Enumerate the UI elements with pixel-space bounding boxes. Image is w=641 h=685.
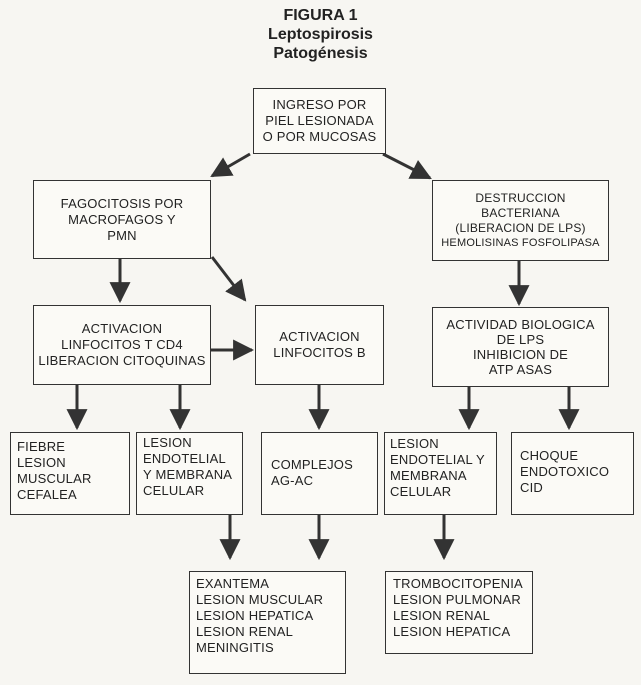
node-text: LESION RENAL (196, 624, 294, 639)
node-text: LESION MUSCULAR (196, 592, 324, 607)
node-text: CEFALEA (17, 487, 77, 502)
diagram-title: Leptospirosis (268, 26, 373, 43)
node-destruccion: DESTRUCCION BACTERIANA (LIBERACION DE LP… (432, 180, 609, 261)
node-text: LESION (390, 436, 439, 451)
node-text: LESION (17, 455, 66, 470)
node-text: FIEBRE (17, 439, 66, 454)
node-text: EXANTEMA (196, 576, 270, 591)
node-fiebre: FIEBRE LESION MUSCULAR CEFALEA (10, 432, 130, 515)
node-text: INGRESO POR (272, 97, 367, 112)
node-text: HEMOLISINAS FOSFOLIPASA (441, 236, 600, 249)
node-text: DESTRUCCION (475, 190, 566, 205)
node-text: ENDOTELIAL Y (390, 452, 485, 467)
arrow-ingreso-fagocitosis (210, 152, 251, 178)
node-text: LINFOCITOS T CD4 (61, 337, 183, 352)
node-fagocitosis: FAGOCITOSIS POR MACROFAGOS Y PMN (33, 180, 211, 259)
node-text: ACTIVACION (81, 321, 163, 336)
node-text: TROMBOCITOPENIA (393, 576, 523, 591)
node-text: LESION (143, 435, 192, 450)
node-complejos: COMPLEJOS AG-AC (261, 432, 378, 515)
node-text: ATP ASAS (488, 362, 553, 377)
node-text: (LIBERACION DE LPS) (455, 220, 586, 235)
node-text: PMN (107, 227, 137, 243)
node-text: CELULAR (390, 484, 452, 499)
node-text: LESION HEPATICA (393, 624, 511, 639)
node-trombocitopenia: TROMBOCITOPENIA LESION PULMONAR LESION R… (385, 571, 533, 654)
node-text: ENDOTOXICO (520, 464, 610, 479)
node-text: COMPLEJOS (271, 457, 353, 472)
arrow-fagocitosis-activacion-b (210, 256, 247, 302)
node-text: MENINGITIS (196, 640, 274, 655)
node-text: LINFOCITOS B (273, 345, 366, 360)
node-text: DE LPS (496, 332, 545, 347)
node-text: CID (520, 480, 543, 495)
figure-label: FIGURA 1 (283, 7, 358, 24)
node-choque: CHOQUE ENDOTOXICO CID (511, 432, 634, 515)
node-text: AG-AC (271, 473, 314, 488)
node-text: PIEL LESIONADA (265, 113, 374, 128)
node-activacion-b: ACTIVACION LINFOCITOS B (255, 305, 384, 385)
diagram-subtitle: Patogénesis (273, 45, 368, 62)
node-text: ENDOTELIAL (143, 451, 226, 466)
node-exantema: EXANTEMA LESION MUSCULAR LESION HEPATICA… (189, 571, 346, 674)
node-text: LIBERACION CITOQUINAS (38, 353, 206, 368)
node-text: LESION PULMONAR (393, 592, 521, 607)
node-text: MEMBRANA (390, 468, 467, 483)
arrow-ingreso-destruccion (382, 152, 432, 180)
node-text: MACROFAGOS Y (68, 211, 176, 227)
node-text: INHIBICION DE (472, 347, 569, 362)
node-text: Y MEMBRANA (143, 467, 233, 482)
node-text: BACTERIANA (481, 205, 560, 220)
node-text: ACTIVACION (279, 329, 360, 344)
node-text: O POR MUCOSAS (262, 129, 377, 144)
node-text: CELULAR (143, 483, 205, 498)
node-actividad-lps: ACTIVIDAD BIOLOGICA DE LPS INHIBICION DE… (432, 307, 609, 387)
node-lesion-endotelial-2: LESION ENDOTELIAL Y MEMBRANA CELULAR (384, 432, 497, 515)
node-text: FAGOCITOSIS POR (60, 195, 184, 211)
node-text: CHOQUE (520, 448, 579, 463)
node-text: LESION HEPATICA (196, 608, 314, 623)
node-ingreso: INGRESO POR PIEL LESIONADA O POR MUCOSAS (253, 88, 386, 154)
node-text: LESION RENAL (393, 608, 491, 623)
node-text: ACTIVIDAD BIOLOGICA (446, 317, 595, 332)
node-text: MUSCULAR (17, 471, 92, 486)
node-activacion-t: ACTIVACION LINFOCITOS T CD4 LIBERACION C… (33, 305, 211, 385)
node-lesion-endotelial-1: LESION ENDOTELIAL Y MEMBRANA CELULAR (136, 432, 243, 515)
